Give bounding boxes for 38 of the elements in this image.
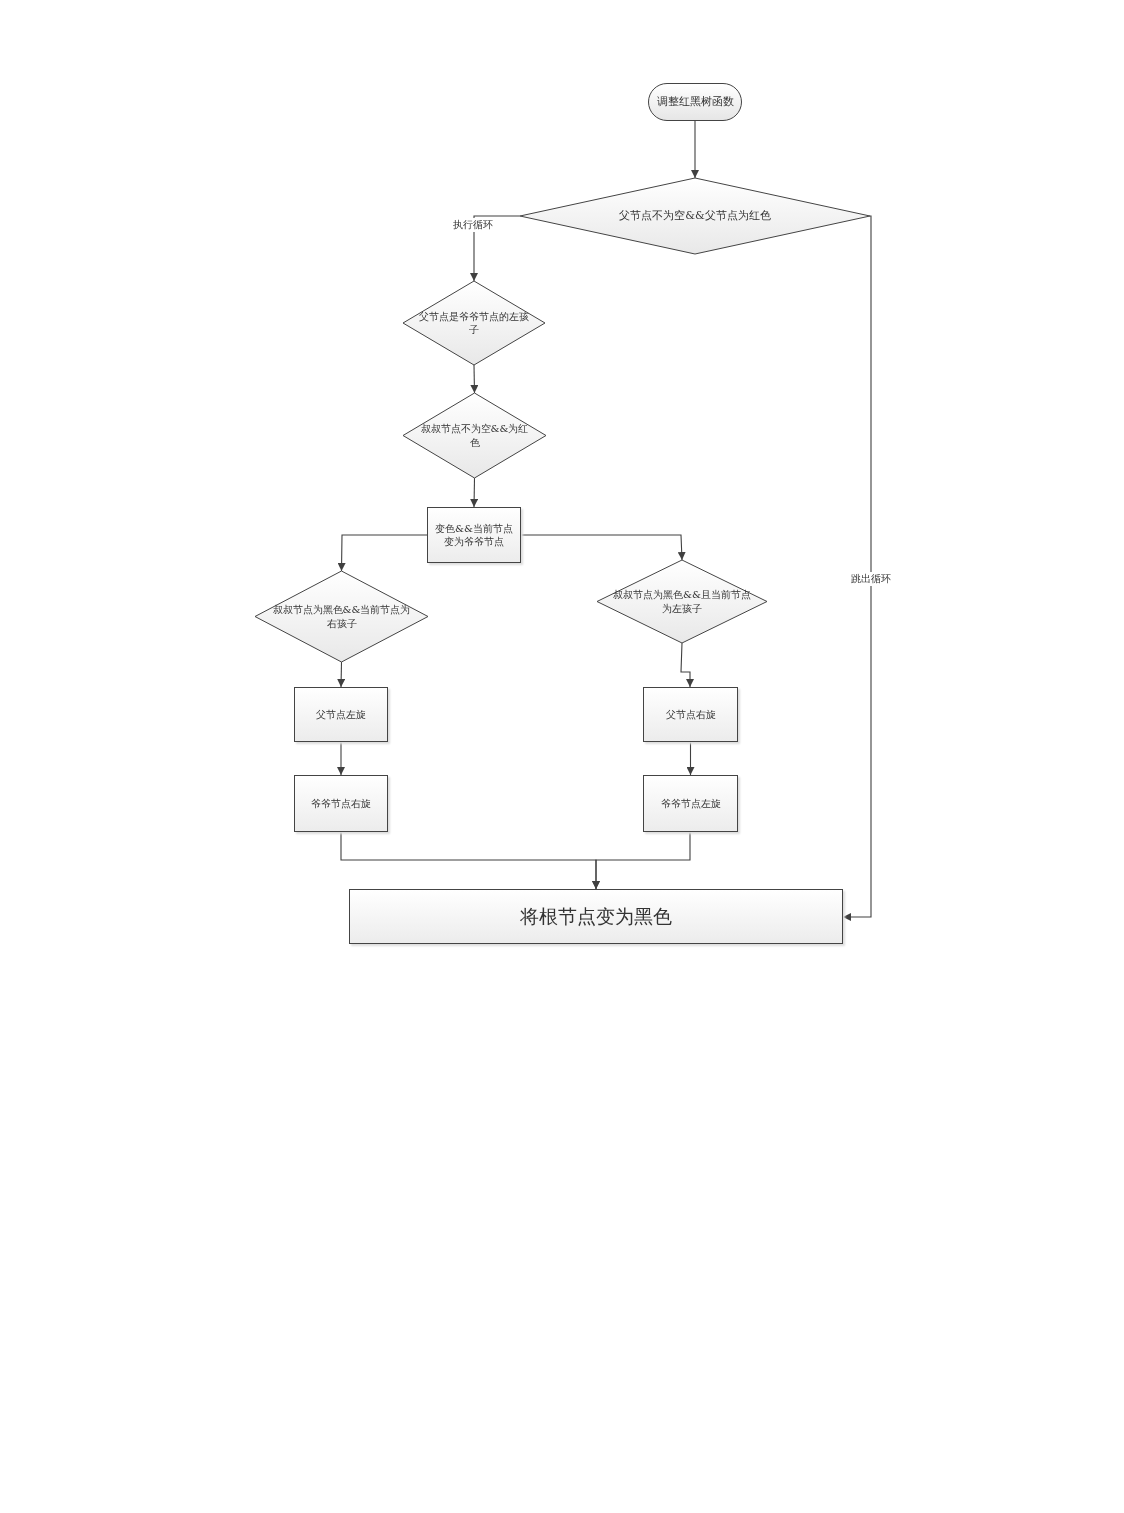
node-text: 变色&&当前节点变为爷爷节点 (434, 521, 514, 549)
node-text: 父节点是爷爷节点的左孩子 (418, 309, 530, 337)
arrow (470, 215, 521, 282)
node-text: 爷爷节点右旋 (310, 796, 372, 811)
decision-diamond (255, 571, 428, 662)
arrow (470, 364, 479, 394)
node-text: 父节点左旋 (315, 707, 367, 722)
arrow (680, 642, 694, 688)
arrow (842, 215, 872, 921)
process-box (294, 687, 388, 742)
arrow (691, 120, 699, 179)
node-text: 爷爷节点左旋 (659, 796, 722, 811)
node-text: 父节点不为空&&父节点为红色 (618, 208, 772, 224)
node-text: 叔叔节点为黑色&&且当前节点为左孩子 (612, 588, 752, 615)
edge-label: 跳出循环 (850, 572, 892, 586)
decision-diamond (597, 560, 767, 643)
arrow (337, 534, 428, 572)
decision-diamond (403, 393, 546, 478)
node-text: 叔叔节点为黑色&&当前节点为右孩子 (271, 603, 412, 630)
edge-label: 执行循环 (452, 218, 494, 232)
arrow (520, 534, 686, 561)
process-box (349, 889, 843, 944)
node-text: 父节点右旋 (664, 707, 717, 722)
node-text: 将根节点变为黑色 (519, 903, 673, 929)
node-text: 调整红黑树函数 (655, 94, 735, 110)
arrow (686, 741, 695, 776)
process-box (294, 775, 388, 832)
arrow (592, 831, 691, 890)
arrow (337, 661, 346, 688)
process-box (643, 687, 738, 742)
process-box (427, 507, 521, 563)
arrow (337, 741, 345, 776)
decision-diamond (520, 178, 870, 254)
arrow (470, 477, 479, 508)
node-text: 叔叔节点不为空&&为红色 (419, 422, 530, 449)
process-box (643, 775, 738, 832)
start-terminal (648, 83, 742, 121)
decision-diamond (403, 281, 545, 365)
